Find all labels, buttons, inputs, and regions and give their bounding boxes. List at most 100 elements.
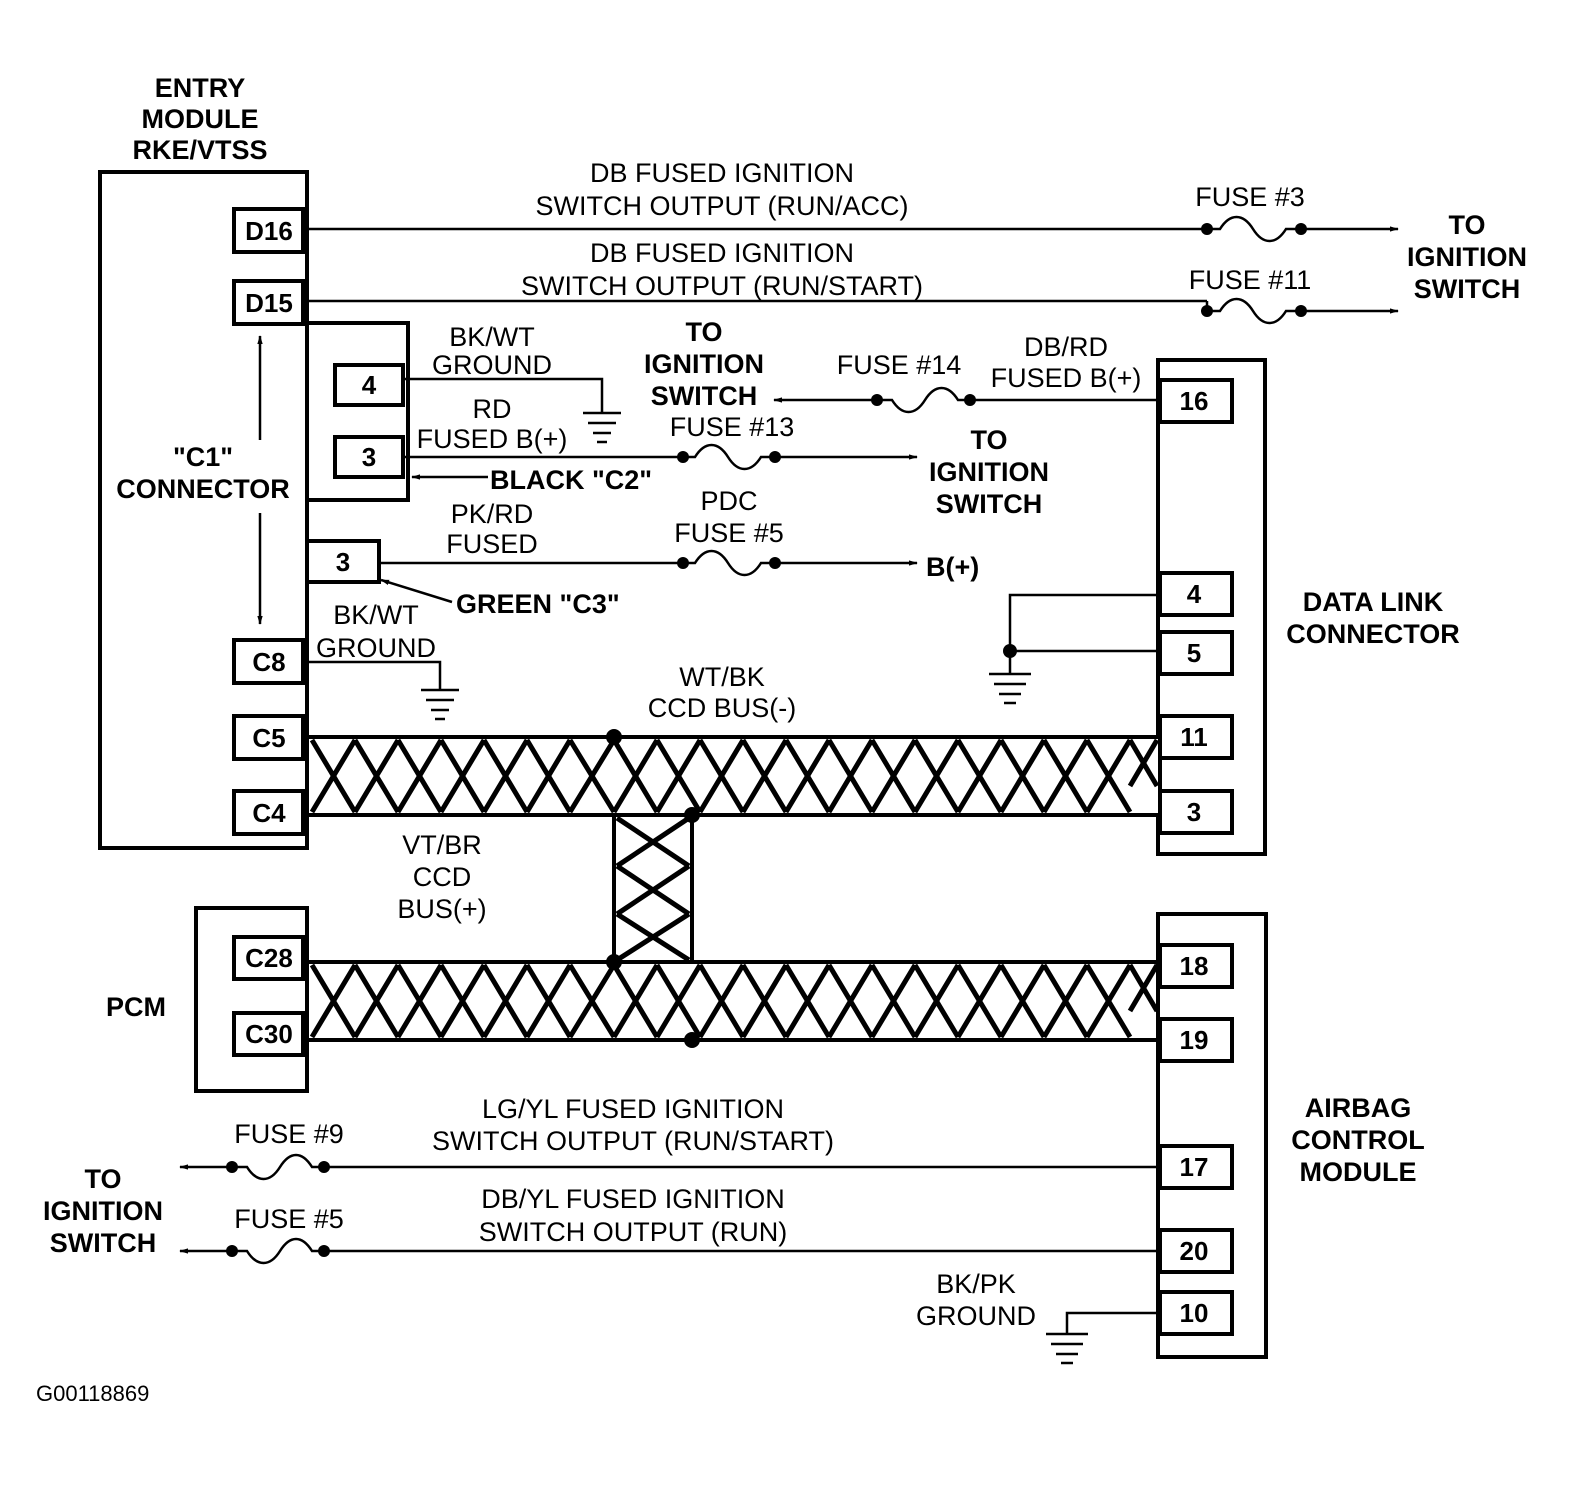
wire-acm-20: DB/YL FUSED IGNITION SWITCH OUTPUT (RUN)… xyxy=(179,1184,1160,1265)
wire-dlc-16-label-2: FUSED B(+) xyxy=(991,363,1142,393)
wire-c3-pin3: PK/RD FUSED PDC FUSE #5 B(+) xyxy=(379,486,979,582)
acm-title-3: MODULE xyxy=(1300,1157,1417,1187)
dest-ignition-f13-1: TO xyxy=(970,425,1007,455)
c1-label-1: "C1" xyxy=(173,442,233,472)
ground-symbol-acm xyxy=(1046,1332,1088,1365)
acm-pin-20 xyxy=(1158,1228,1234,1274)
pcm-pin-c30 xyxy=(232,1011,305,1057)
wire-dlc-4-line xyxy=(1008,593,1160,674)
fuse-5-pdc-label-1: PDC xyxy=(700,486,757,516)
ground-symbol-dlc xyxy=(989,672,1031,705)
acm-pin-20-label: 20 xyxy=(1180,1236,1209,1266)
wire-c3-label-2: FUSED xyxy=(446,529,538,559)
wire-acm-17-label-2: SWITCH OUTPUT (RUN/START) xyxy=(432,1126,834,1156)
wire-c3-label-1: PK/RD xyxy=(451,499,534,529)
dlc-pin-3-label: 3 xyxy=(1187,797,1201,827)
wire-d16-label-2: SWITCH OUTPUT (RUN/ACC) xyxy=(536,191,909,221)
dlc-title-1: DATA LINK xyxy=(1303,587,1444,617)
dest-ignition-right-2: IGNITION xyxy=(1407,242,1527,272)
wire-c2-pin3-label-1: RD xyxy=(473,394,512,424)
wire-c2-pin4-label-1: BK/WT xyxy=(449,322,535,352)
dlc-title-2: CONNECTOR xyxy=(1286,619,1460,649)
fuse-5-icon xyxy=(232,1237,324,1265)
wire-c2-pin3-label-2: FUSED B(+) xyxy=(417,424,568,454)
dlc-pin-4 xyxy=(1158,571,1234,617)
fuse-13-icon xyxy=(683,443,775,471)
dest-ignition-right-3: SWITCH xyxy=(1414,274,1520,304)
wire-c8: BK/WT GROUND xyxy=(303,600,459,721)
ccd-bus-upper-twist xyxy=(309,738,1160,814)
ccd-minus-label-2: CCD BUS(-) xyxy=(648,693,797,723)
pin-c4 xyxy=(232,789,305,836)
wire-d15: DB FUSED IGNITION SWITCH OUTPUT (RUN/STA… xyxy=(303,238,1399,325)
dlc-pin-11-label: 11 xyxy=(1180,722,1208,752)
entry-module-title-3: RKE/VTSS xyxy=(132,135,267,165)
wire-acm-20-label-1: DB/YL FUSED IGNITION xyxy=(481,1184,785,1214)
c2-pin-3-label: 3 xyxy=(362,442,376,472)
dlc-pin-4-label: 4 xyxy=(1187,579,1202,609)
ccd-plus-label-1: VT/BR xyxy=(402,830,482,860)
dest-ignition-left-2: IGNITION xyxy=(43,1196,163,1226)
pin-d15 xyxy=(232,279,305,326)
pin-c8-label: C8 xyxy=(252,647,285,677)
c3-label: GREEN "C3" xyxy=(456,589,620,619)
pin-d16-label: D16 xyxy=(245,216,293,246)
c2-housing xyxy=(307,321,410,502)
entry-module-title-1: ENTRY xyxy=(155,73,246,103)
c3-label-arrow xyxy=(380,578,453,604)
fuse-5-label: FUSE #5 xyxy=(234,1204,344,1234)
pcm-pin-c28-label: C28 xyxy=(245,943,293,973)
c3-pin-3 xyxy=(305,539,381,584)
c2-pin-4-label: 4 xyxy=(362,370,377,400)
dest-ignition-f13: TO IGNITION SWITCH xyxy=(929,425,1049,519)
dest-ignition-f14: TO IGNITION SWITCH xyxy=(644,317,764,411)
wire-dlc-16-label-1: DB/RD xyxy=(1024,332,1108,362)
ccd-plus-label-2: CCD xyxy=(413,862,472,892)
dest-ignition-f13-3: SWITCH xyxy=(936,489,1042,519)
acm-pin-17-label: 17 xyxy=(1180,1152,1209,1182)
figure-id: G00118869 xyxy=(36,1381,149,1406)
wire-d15-label-1: DB FUSED IGNITION xyxy=(590,238,854,268)
wire-acm-10-label-1: BK/PK xyxy=(936,1269,1016,1299)
c2-pin-4 xyxy=(333,363,405,407)
fuse-14-icon xyxy=(877,386,970,414)
fuse-9-icon xyxy=(232,1153,324,1181)
dest-ignition-left-3: SWITCH xyxy=(50,1228,156,1258)
pin-c4-label: C4 xyxy=(252,798,286,828)
wire-c2-pin4-label-2: GROUND xyxy=(432,350,552,380)
c2-connector: 4 3 BLACK "C2" xyxy=(307,321,652,502)
acm-pin-10-label: 10 xyxy=(1180,1298,1209,1328)
entry-module-title-2: MODULE xyxy=(142,104,259,134)
dest-ignition-right-1: TO xyxy=(1448,210,1485,240)
dlc-pin-3 xyxy=(1158,789,1234,835)
c3-connector: 3 GREEN "C3" xyxy=(305,539,620,619)
wire-acm-10-line xyxy=(1065,1311,1160,1334)
pin-c5 xyxy=(232,714,305,761)
wire-d15-label-2: SWITCH OUTPUT (RUN/START) xyxy=(521,271,923,301)
ground-symbol-c2 xyxy=(583,411,621,444)
pcm-pin-c28 xyxy=(232,935,305,981)
wire-c2-pin4: BK/WT GROUND xyxy=(403,322,621,444)
wire-dlc-ground xyxy=(989,593,1160,705)
wire-d16-label-1: DB FUSED IGNITION xyxy=(590,158,854,188)
pin-d15-label: D15 xyxy=(245,288,293,318)
fuse-14-label: FUSE #14 xyxy=(837,350,962,380)
wire-c8-label-1: BK/WT xyxy=(333,600,419,630)
pcm-title: PCM xyxy=(106,992,166,1022)
airbag-control-module: 18 19 17 20 10 AIRBAG CONTROL MODULE xyxy=(1156,912,1425,1359)
wire-c2-pin3: RD FUSED B(+) FUSE #13 xyxy=(403,394,918,471)
dlc-pin-5 xyxy=(1158,630,1234,676)
dest-ignition-left: TO IGNITION SWITCH xyxy=(43,1164,163,1258)
acm-pin-18-label: 18 xyxy=(1180,951,1209,981)
acm-pin-19-label: 19 xyxy=(1180,1025,1209,1055)
entry-module: ENTRY MODULE RKE/VTSS D16 D15 C8 C5 C4 "… xyxy=(98,73,309,850)
wire-acm-17-label-1: LG/YL FUSED IGNITION xyxy=(482,1094,784,1124)
fuse-9-label: FUSE #9 xyxy=(234,1119,344,1149)
dlc-pin-5-label: 5 xyxy=(1187,638,1201,668)
wire-c2-pin4-line xyxy=(403,377,604,413)
ground-symbol-c8 xyxy=(421,688,459,721)
acm-pin-18 xyxy=(1158,943,1234,989)
wire-acm-17: LG/YL FUSED IGNITION SWITCH OUTPUT (RUN/… xyxy=(179,1094,1160,1181)
acm-pin-17 xyxy=(1158,1144,1234,1190)
acm-title-1: AIRBAG xyxy=(1305,1093,1412,1123)
